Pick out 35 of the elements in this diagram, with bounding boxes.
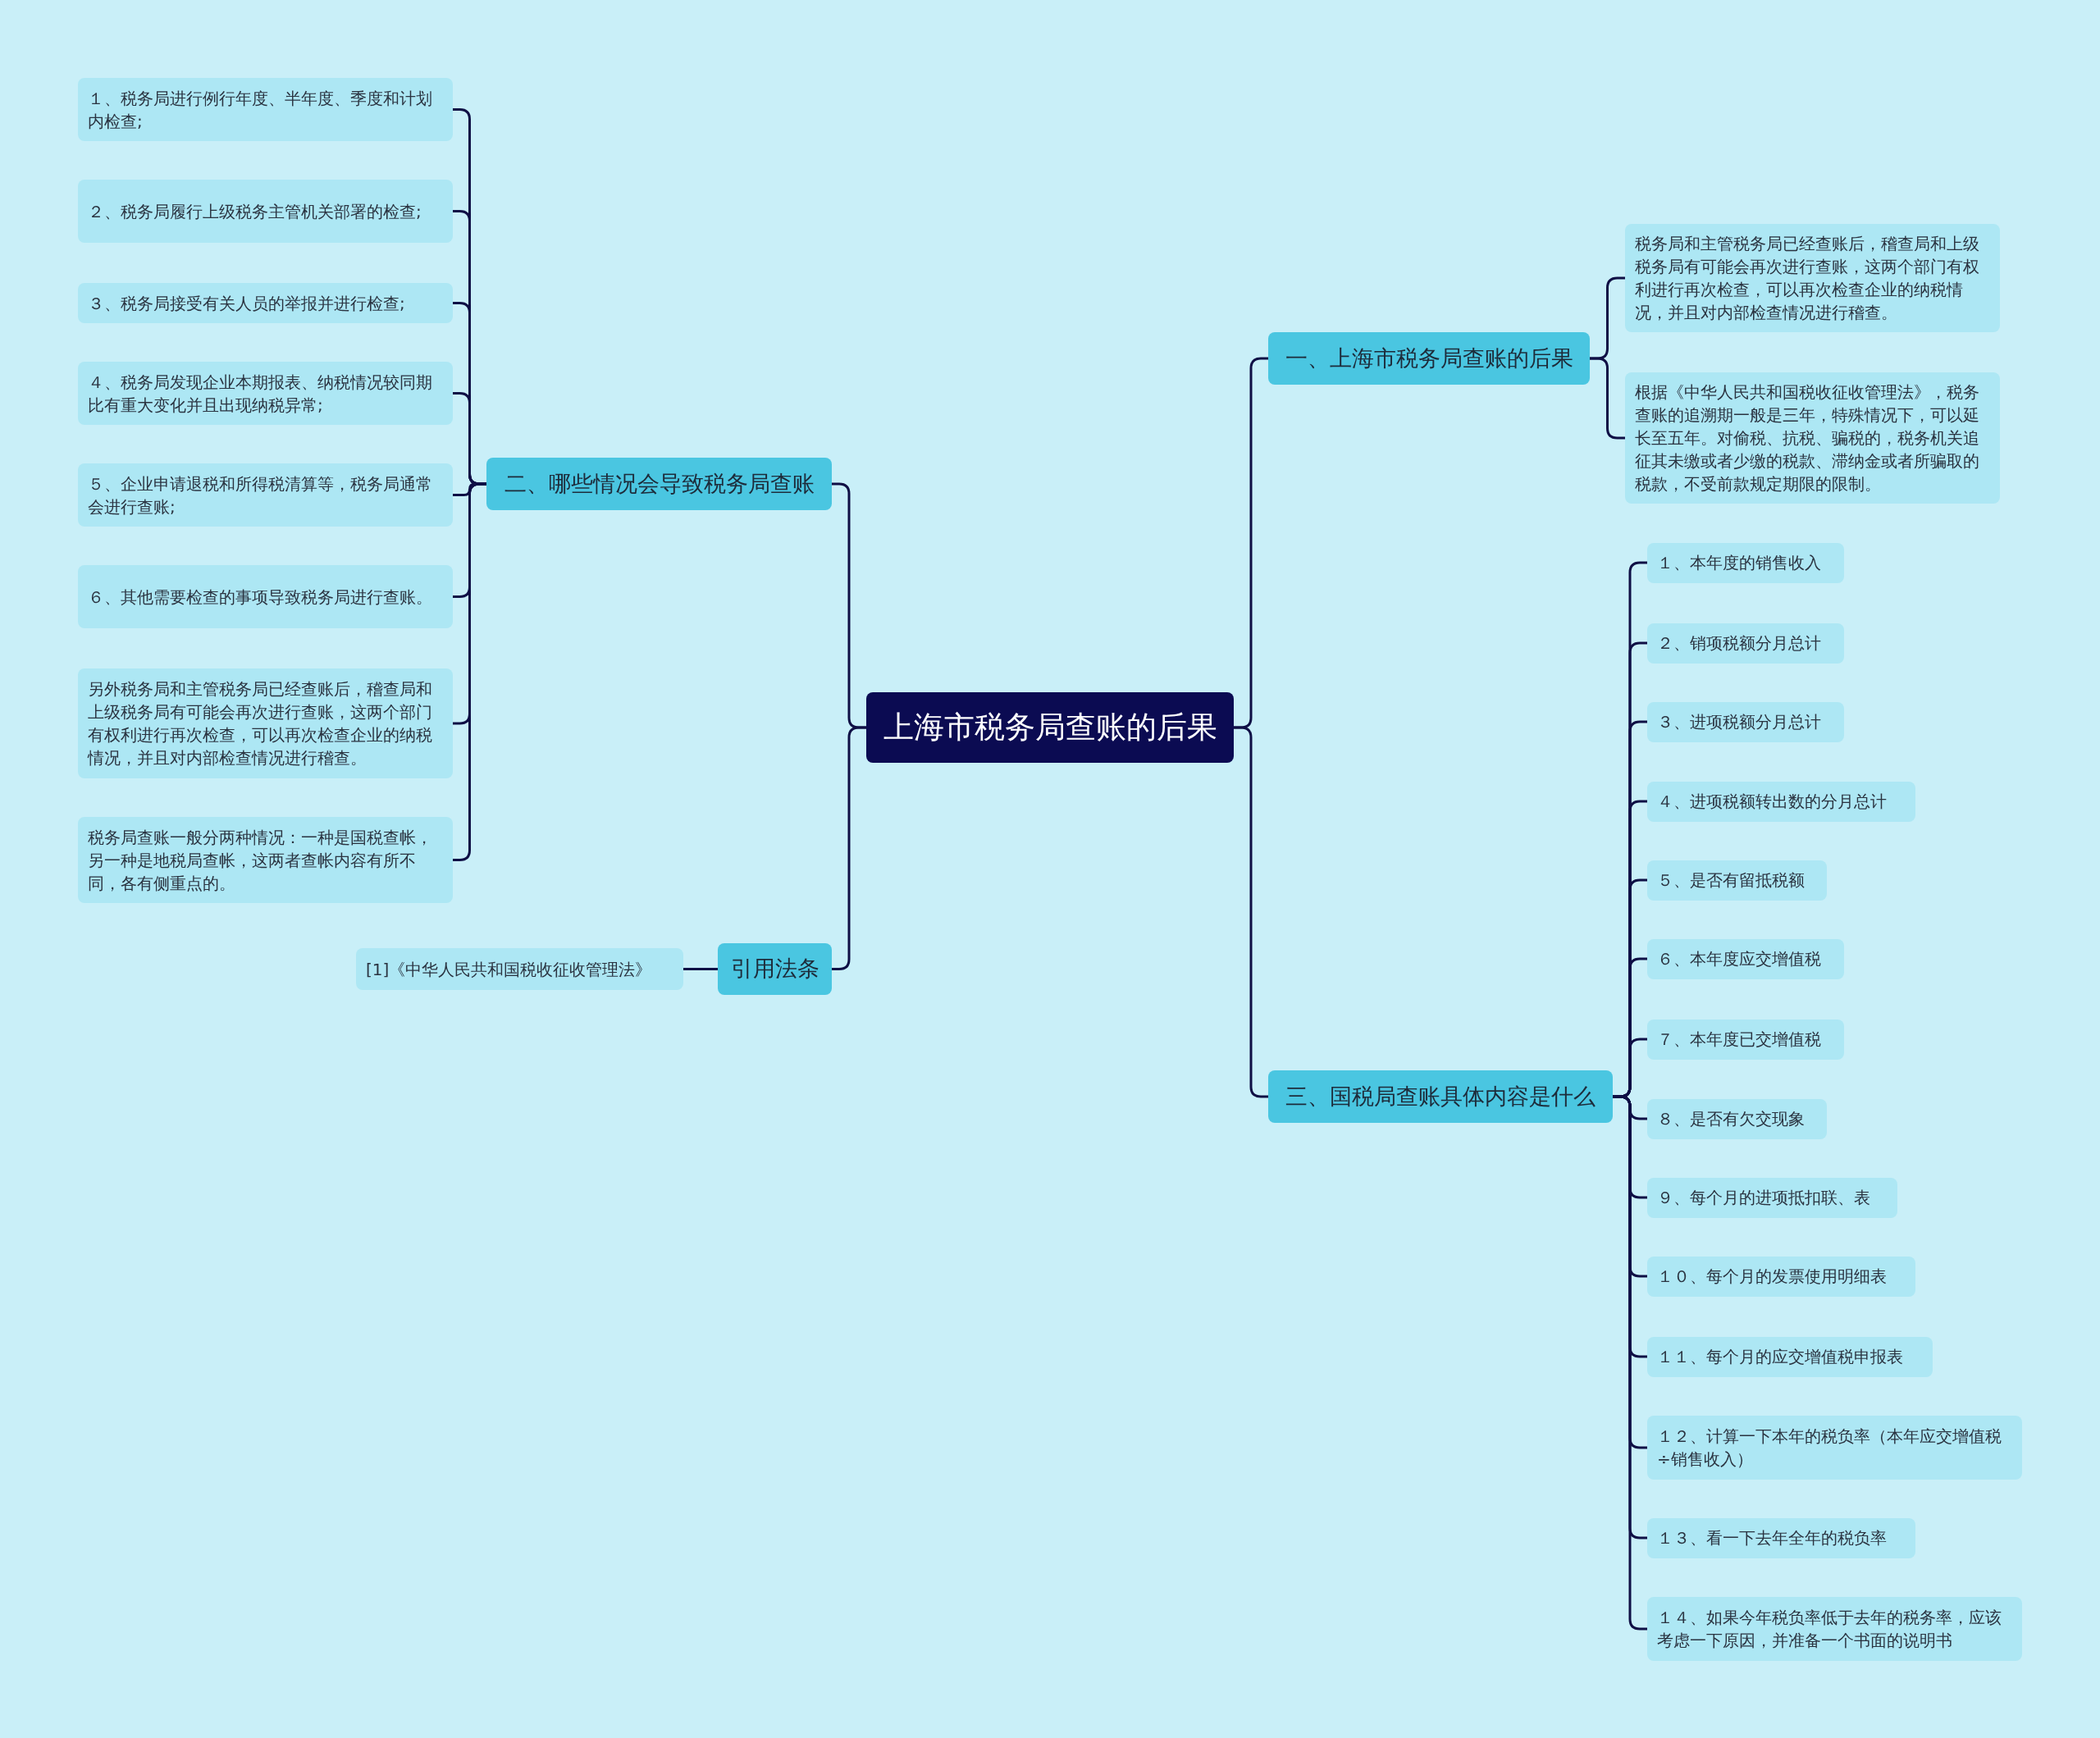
subtopic-box: １０、每个月的发票使用明细表 — [1647, 1256, 1915, 1297]
subtopic-box: ５、企业申请退税和所得税清算等，税务局通常会进行查账; — [78, 463, 453, 527]
branch-topic-box: 二、哪些情况会导致税务局查账 — [486, 458, 832, 510]
subtopic-box: ８、是否有欠交现象 — [1647, 1098, 1827, 1139]
subtopic-box: ６、其他需要检查的事项导致税务局进行查账。 — [78, 565, 453, 628]
subtopic-box: ４、进项税额转出数的分月总计 — [1647, 781, 1915, 822]
branch-topic-box: 一、上海市税务局查账的后果 — [1268, 332, 1590, 385]
subtopic-box: 税务局查账一般分两种情况：一种是国税查帐，另一种是地税局查帐，这两者查帐内容有所不同，各有侧重点的。 — [78, 817, 453, 903]
subtopic-box: ２、销项税额分月总计 — [1647, 623, 1844, 664]
subtopic-box: １３、看一下去年全年的税负率 — [1647, 1517, 1915, 1558]
subtopic-box: ３、税务局接受有关人员的举报并进行检查; — [78, 283, 453, 323]
subtopic-box: １、税务局进行例行年度、半年度、季度和计划内检查; — [78, 78, 453, 141]
subtopic-box: 根据《中华人民共和国税收征收管理法》，税务查账的追溯期一般是三年，特殊情况下，可以延长至五年。对偷税、抗税、骗税的，税务机关追征其未缴或者少缴的税款、滞纳金或者所骗取的税款，不受前款规定期限的限制。 — [1625, 372, 2000, 504]
subtopic-box: ６、本年度应交增值税 — [1647, 938, 1844, 979]
connector-line — [453, 482, 486, 861]
subtopic-box: 另外税务局和主管税务局已经查账后，稽查局和上级税务局有可能会再次进行查账，这两个部门有权利进行再次检查，可以再次检查企业的纳税情况，并且对内部检查情况进行稽查。 — [78, 668, 453, 778]
connector-line — [832, 726, 866, 970]
branch-topic-box: 三、国税局查账具体内容是什么 — [1268, 1070, 1613, 1123]
subtopic-box: ２、税务局履行上级税务主管机关部署的检查; — [78, 180, 453, 243]
subtopic-box: ５、是否有留抵税额 — [1647, 860, 1827, 901]
subtopic-box: ９、每个月的进项抵扣联、表 — [1647, 1177, 1897, 1218]
subtopic-box: １１、每个月的应交增值税申报表 — [1647, 1336, 1933, 1377]
subtopic-box: １、本年度的销售收入 — [1647, 542, 1844, 583]
subtopic-box: １２、计算一下本年的税负率（本年应交增值税÷销售收入） — [1647, 1416, 2022, 1480]
connector-line — [683, 968, 718, 970]
subtopic-box: 税务局和主管税务局已经查账后，稽查局和上级税务局有可能会再次进行查账，这两个部门有权利进行再次检查，可以再次检查企业的纳税情况，并且对内部检查情况进行稽查。 — [1625, 224, 2000, 332]
subtopic-box: ３、进项税额分月总计 — [1647, 701, 1844, 742]
branch-topic-box: 引用法条 — [718, 943, 832, 995]
subtopic-box: ４、税务局发现企业本期报表、纳税情况较同期比有重大变化并且出现纳税异常; — [78, 362, 453, 425]
central-topic-box: 上海市税务局查账的后果 — [866, 692, 1234, 763]
subtopic-box: [1]《中华人民共和国税收征收管理法》 — [356, 948, 683, 990]
connector-line — [1590, 357, 1625, 440]
subtopic-box: ７、本年度已交增值税 — [1647, 1019, 1844, 1060]
subtopic-box: １４、如果今年税负率低于去年的税务率，应该考虑一下原因，并准备一个书面的说明书 — [1647, 1597, 2022, 1661]
connector-line — [1234, 726, 1268, 1098]
